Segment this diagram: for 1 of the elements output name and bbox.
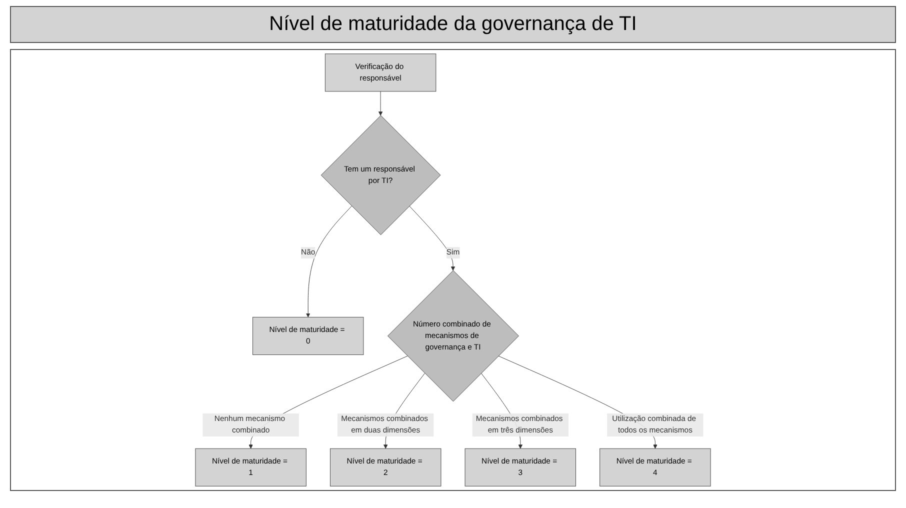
title-band: Nível de maturidade da governança de TI — [10, 6, 896, 43]
